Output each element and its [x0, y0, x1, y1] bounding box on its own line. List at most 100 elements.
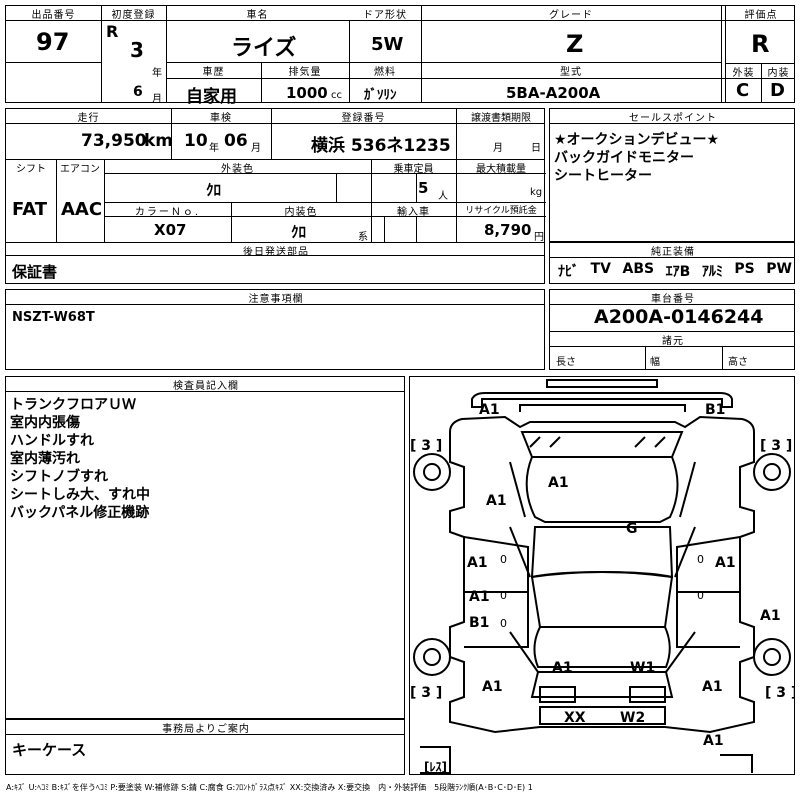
history-label: 車歴	[202, 67, 225, 78]
first-reg-year-unit: 年	[152, 68, 162, 79]
recycle-label: リサイクル預託金	[465, 206, 537, 216]
aircon-value: AAC	[61, 199, 103, 220]
aircon-label: エアコン	[60, 164, 100, 175]
equipment-item: PW	[766, 261, 792, 277]
mileage-unit: km	[144, 131, 174, 151]
damage-mark: G	[626, 521, 638, 537]
tire-rating: [ 3 ]	[765, 685, 794, 701]
equipment-item: ｴｱB	[665, 264, 691, 280]
car-diagram: [ 3 ] [ 3 ] [ 3 ] [ 3 ] [ﾚｽ] A1 B1 A1 A1…	[410, 379, 794, 774]
reg-number-label: 登録番号	[341, 113, 386, 124]
docs-block: 保証書	[5, 255, 545, 284]
equipment-label: 純正装備	[651, 247, 695, 258]
damage-mark: XX	[564, 710, 586, 726]
sales-point-item: シートヒーター	[554, 168, 652, 184]
inspection-label: 車検	[210, 113, 232, 124]
docs-label: 後日発送部品	[243, 247, 309, 258]
zero-mark: 0	[500, 617, 507, 630]
history-value: 自家用	[186, 87, 237, 107]
tire-rating: [ 3 ]	[760, 438, 792, 454]
equipment-item: TV	[590, 261, 611, 277]
dims-length: 長さ	[556, 357, 576, 368]
first-reg-month: 6	[133, 84, 143, 100]
first-reg-month-unit: 月	[152, 94, 162, 105]
inspector-item: 室内内張傷	[10, 415, 80, 431]
displacement-unit: cc	[331, 90, 342, 101]
fuel-label: 燃料	[374, 67, 396, 78]
damage-mark: A1	[702, 679, 723, 695]
car-name-label: 車名	[246, 10, 269, 21]
inspector-item: バックパネル修正機跡	[10, 505, 150, 521]
mileage-label: 走行	[77, 113, 100, 124]
score-value: R	[751, 30, 770, 58]
docs-value: 保証書	[12, 263, 58, 281]
max-load-label: 最大積載量	[476, 164, 526, 175]
damage-mark: A1	[469, 589, 490, 605]
equipment-block: 純正装備 ﾅﾋﾞ TV ABS ｴｱB ｱﾙﾐ PS PW	[549, 242, 795, 284]
model-code-value: 5BA-A200A	[506, 84, 601, 102]
inspector-block: 検査員記入欄 トランクフロアＵＷ 室内内張傷 ハンドルすれ 室内薄汚れ シフトノ…	[5, 376, 405, 719]
score-block: 評価点 R 外装 内装 C D	[725, 5, 795, 103]
equipment-item: PS	[734, 261, 755, 277]
first-reg-label: 初度登録	[111, 10, 156, 21]
max-load-unit: kg	[530, 187, 543, 198]
damage-mark: A1	[486, 493, 507, 509]
inspector-item: ハンドルすれ	[10, 433, 94, 449]
chassis-block: 車台番号 A200A-0146244 諸元 長さ 幅 高さ	[549, 289, 795, 370]
equipment-item: ABS	[622, 261, 655, 277]
dims-height: 高さ	[728, 357, 748, 368]
transfer-day-unit: 日	[531, 143, 541, 154]
spec-block: 走行 車検 登録番号 譲渡書類期限 73,950 km 10 年 06 月 横浜…	[5, 108, 546, 258]
interior-grade-value: D	[770, 80, 785, 101]
color-no-label: カラーＮｏ.	[134, 207, 201, 218]
damage-mark: A1	[715, 555, 736, 571]
spare-tire: [ﾚｽ]	[424, 760, 447, 774]
doors-label: ドア形状	[363, 10, 407, 21]
int-color-value: ｸﾛ	[291, 223, 307, 241]
damage-mark: A1	[467, 555, 488, 571]
first-reg-era: R	[106, 22, 119, 41]
color-no-value: X07	[154, 221, 187, 239]
damage-mark: B1	[705, 402, 725, 418]
recycle-unit: 円	[534, 232, 544, 243]
int-color-label: 内装色	[284, 207, 318, 218]
office-label: 事務局よりご案内	[162, 724, 250, 735]
damage-mark: A1	[703, 733, 724, 749]
dims-label: 諸元	[662, 336, 684, 347]
tire-rating: [ 3 ]	[410, 685, 442, 701]
damage-mark: W1	[630, 660, 655, 676]
displacement-value: 1000	[286, 84, 328, 102]
equipment-item: ﾅﾋﾞ	[558, 264, 579, 280]
displacement-label: 排気量	[288, 67, 322, 78]
doors-value: 5W	[371, 34, 404, 55]
office-value: キーケース	[12, 741, 87, 759]
reg-number-value: 横浜 536ネ1235	[311, 136, 451, 156]
fuel-value: ｶﾞｿﾘﾝ	[364, 88, 397, 103]
sales-point-item: ★オークションデビュー★	[554, 132, 720, 148]
zero-mark: 0	[697, 553, 704, 566]
exterior-grade-value: C	[736, 80, 750, 101]
chassis-label: 車台番号	[651, 294, 695, 305]
damage-mark: W2	[620, 710, 645, 726]
header-block: 出品番号 初度登録 車名 ドア形状 グレード 97 R 3 年 6 月 ライズ …	[5, 5, 749, 107]
import-label: 輸入車	[397, 207, 430, 218]
capacity-unit: 人	[438, 191, 448, 202]
grade-label: グレード	[549, 10, 593, 21]
chassis-value: A200A-0146244	[594, 306, 764, 328]
shift-label: シフト	[16, 164, 46, 175]
sales-points-block: セールスポイント ★オークションデビュー★ バックガイドモニター シートヒーター	[549, 108, 795, 242]
zero-mark: 0	[500, 589, 507, 602]
legend-footer: A:ｷｽﾞ U:ﾍｺﾐ B:ｷｽﾞを伴うﾍｺﾐ P:要塗装 W:補修跡 S:錆 …	[6, 783, 533, 792]
damage-mark: A1	[482, 679, 503, 695]
damage-mark: A1	[548, 475, 569, 491]
damage-mark: A1	[552, 660, 573, 676]
lot-number: 97	[36, 28, 70, 56]
inspector-item: シフトノブすれ	[10, 469, 108, 485]
ext-color-value: ｸﾛ	[206, 181, 222, 199]
zero-mark: 0	[697, 589, 704, 602]
transfer-label: 譲渡書類期限	[471, 113, 531, 124]
notes-value: NSZT-W68T	[12, 310, 95, 325]
car-name: ライズ	[231, 36, 297, 61]
inspection-month-unit: 月	[251, 143, 261, 154]
inspection-year: 10	[184, 131, 208, 151]
